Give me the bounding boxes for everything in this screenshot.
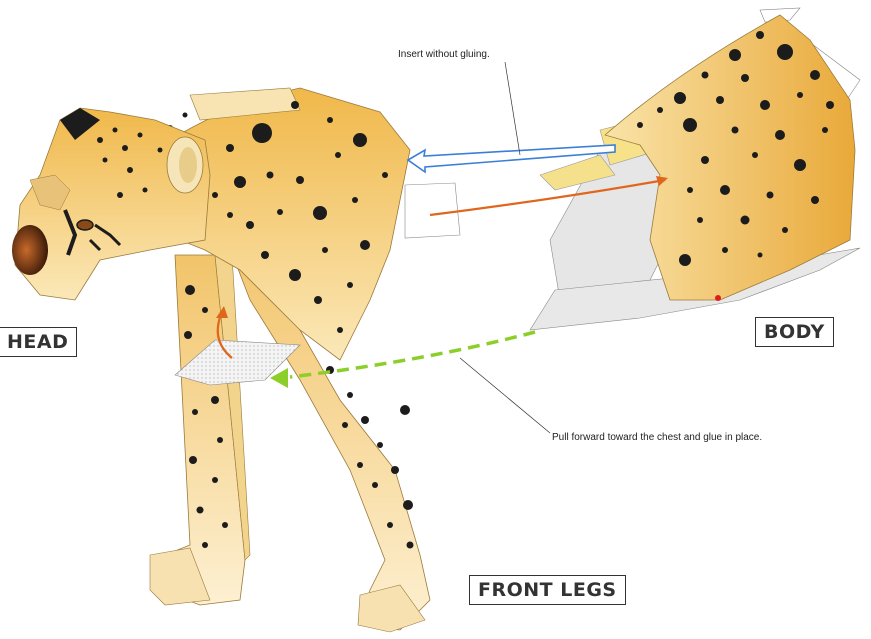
label-front-legs: FRONT LEGS xyxy=(469,575,626,605)
label-head: HEAD xyxy=(0,327,77,357)
body-part xyxy=(530,8,860,330)
callout-insert: Insert without gluing. xyxy=(398,49,490,60)
label-body: BODY xyxy=(755,317,834,347)
callout-pull: Pull forward toward the chest and glue i… xyxy=(552,432,762,443)
